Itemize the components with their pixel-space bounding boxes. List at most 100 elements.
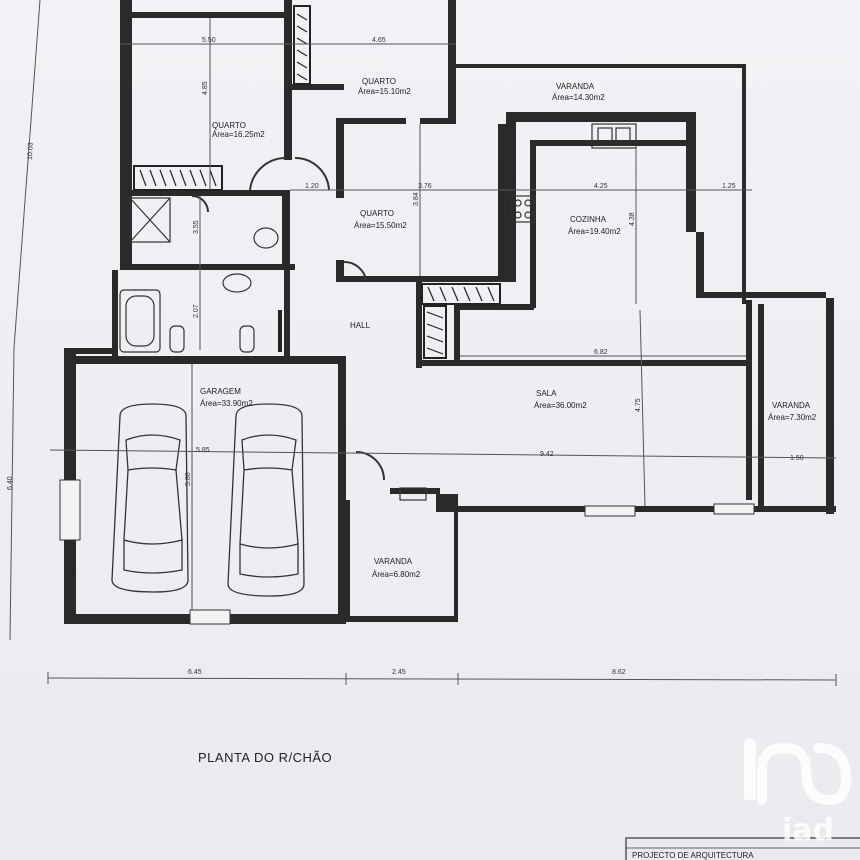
door-swing — [294, 156, 330, 191]
dimension-lines — [9, 0, 837, 686]
wall — [746, 300, 752, 500]
wall — [336, 118, 406, 124]
dim-label: 6.40 — [7, 476, 14, 490]
dim-label: 9.42 — [540, 451, 554, 458]
wall — [112, 270, 118, 358]
dim-label: 5.85 — [196, 447, 210, 454]
wall — [506, 112, 516, 282]
dim-label: 1.20 — [305, 183, 319, 190]
room-area: Área=15.10m2 — [358, 87, 411, 96]
door-swing — [191, 195, 209, 213]
dim-label: 2.07 — [193, 304, 200, 318]
drawing-title: PLANTA DO R/CHÃO — [198, 750, 332, 765]
wall — [454, 304, 460, 366]
dim-label: 8.62 — [612, 669, 626, 676]
dim-label: 3.84 — [413, 192, 420, 206]
room-name: VARANDA — [772, 401, 811, 410]
wall — [456, 64, 746, 68]
wall — [826, 298, 834, 514]
wall — [76, 356, 346, 364]
wall — [530, 140, 690, 146]
cooktop — [511, 195, 535, 223]
dim-label: 4.25 — [594, 183, 608, 190]
room-name: COZINHA — [570, 215, 607, 224]
wall — [346, 500, 350, 620]
column — [399, 487, 427, 501]
dim-label: 5.50 — [202, 37, 216, 44]
wall — [696, 232, 704, 298]
wall — [436, 494, 458, 508]
wall — [284, 0, 292, 160]
dimension-labels: 5.50 4.65 10.03 6.40 4.85 1.20 3.76 4.25… — [7, 37, 804, 676]
wall — [338, 364, 346, 622]
room-name: QUARTO — [360, 209, 394, 218]
dim-label: 3.55 — [193, 220, 200, 234]
kitchen-sink — [591, 123, 637, 149]
wall — [336, 276, 504, 282]
title-block-text: PROJECTO DE ARQUITECTURA — [632, 851, 754, 860]
wall — [530, 140, 536, 308]
wardrobe — [293, 5, 311, 85]
window — [713, 503, 755, 515]
dim-label: 2.45 — [392, 669, 406, 676]
window — [189, 609, 231, 625]
wall — [390, 488, 440, 494]
wall — [120, 0, 132, 270]
wall — [416, 282, 422, 368]
wall — [686, 112, 696, 232]
wall — [64, 348, 118, 354]
dim-label: 6.82 — [594, 349, 608, 356]
washbasin — [253, 227, 279, 249]
wardrobes — [133, 5, 501, 359]
wall — [696, 292, 826, 298]
wall — [454, 304, 534, 310]
wall — [336, 260, 344, 282]
dim-label: 3.76 — [418, 183, 432, 190]
toilet — [169, 325, 185, 353]
dim-label: 4.38 — [629, 212, 636, 226]
door-swing — [249, 156, 287, 191]
wall — [284, 270, 290, 356]
bidet — [239, 325, 255, 353]
room-area: Área=6.80m2 — [372, 570, 421, 579]
room-area: Área=7.30m2 — [768, 413, 817, 422]
wall — [346, 616, 458, 622]
room-name: HALL — [350, 321, 371, 330]
window — [584, 505, 636, 517]
wall — [758, 304, 764, 512]
dim-label: 1.25 — [722, 183, 736, 190]
shower-tray — [129, 197, 171, 243]
car-left — [111, 403, 189, 593]
room-name: GARAGEM — [200, 387, 241, 396]
logo-text: iad — [782, 813, 834, 848]
wall — [506, 112, 692, 122]
walls — [59, 0, 836, 625]
door-swing — [355, 451, 385, 481]
room-area: Área=14.30m2 — [552, 93, 605, 102]
room-name: SALA — [536, 389, 557, 398]
wall — [336, 118, 344, 198]
fixtures — [119, 123, 637, 501]
door-swing — [343, 260, 367, 281]
room-area: Área=16.25m2 — [212, 130, 265, 139]
cars — [111, 403, 305, 597]
car-right — [227, 403, 305, 597]
doors — [191, 156, 385, 481]
room-name: QUARTO — [362, 77, 396, 86]
bathtub — [119, 289, 161, 353]
wall — [436, 506, 836, 512]
dim-label: 1.50 — [790, 455, 804, 462]
window — [59, 479, 81, 541]
wall — [498, 124, 506, 282]
dim-label: 4.85 — [202, 81, 209, 95]
wall — [120, 12, 290, 18]
wardrobe — [421, 283, 501, 305]
room-area: Área=15.50m2 — [354, 221, 407, 230]
wall — [132, 190, 282, 196]
wardrobe — [423, 305, 447, 359]
wall — [454, 506, 458, 622]
washbasin — [222, 273, 252, 293]
room-area: Área=33.90m2 — [200, 399, 253, 408]
